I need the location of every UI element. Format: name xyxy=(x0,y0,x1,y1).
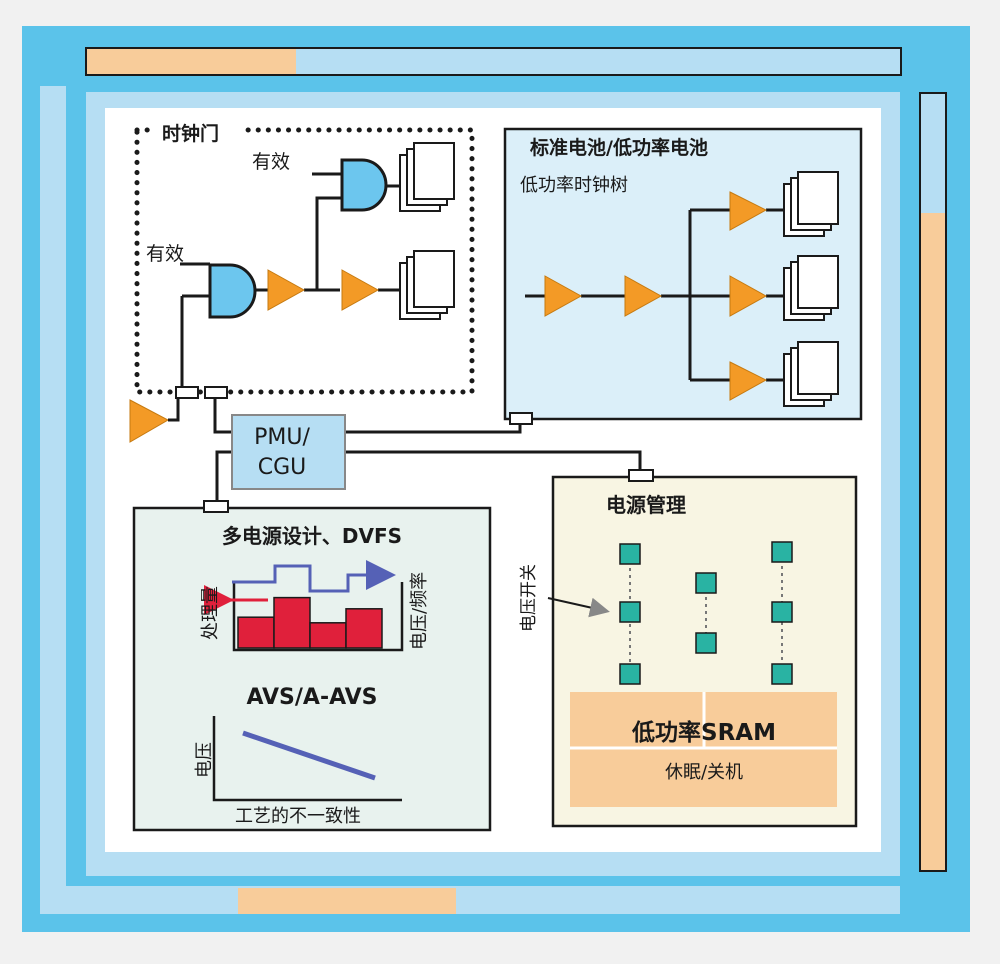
port-connector xyxy=(203,500,229,513)
pmu-cgu-block: PMU/ CGU xyxy=(215,414,642,501)
voltage-switch-label: 电压开关 xyxy=(519,564,539,632)
buffer-icon xyxy=(729,361,768,401)
port-connector xyxy=(175,386,199,399)
buffer-icon xyxy=(267,269,306,311)
power-switch-cells xyxy=(619,541,793,685)
enable-label-top: 有效 xyxy=(252,151,290,173)
avs-voltage-line xyxy=(242,730,376,781)
avs-x-label: 工艺的不一致性 xyxy=(235,806,361,827)
clock-gate-region: 时钟门 有效 有效 xyxy=(129,116,475,443)
throughput-label: 处理量 xyxy=(200,586,221,640)
std-cell-title: 标准电池/低功率电池 xyxy=(530,136,708,159)
buffer-icon xyxy=(341,269,380,311)
throughput-bar xyxy=(273,596,311,649)
throughput-bar xyxy=(237,616,275,649)
power-mgmt-title: 电源管理 xyxy=(606,493,686,517)
multi-power-title: 多电源设计、DVFS xyxy=(222,524,402,548)
port-connector xyxy=(509,412,533,425)
power-mgmt-region: 电源管理 电压开关 低功率SRAM 休眠/关机 xyxy=(519,469,858,828)
port-connector xyxy=(628,469,654,482)
register-stack-icon xyxy=(783,341,839,407)
port-connector xyxy=(204,386,228,399)
buffer-icon xyxy=(624,275,663,317)
voltage-frequency-label: 电压/频率 xyxy=(409,572,430,650)
sram-block: 低功率SRAM 休眠/关机 xyxy=(570,692,837,807)
and-gate-top xyxy=(340,158,388,212)
register-stack-icon xyxy=(399,142,455,212)
register-stack-icon xyxy=(783,171,839,237)
avs-title: AVS/A-AVS xyxy=(246,685,377,710)
std-cell-region: 标准电池/低功率电池 低功率时钟树 xyxy=(503,127,863,425)
sram-label: 低功率SRAM xyxy=(631,719,776,746)
enable-label-left: 有效 xyxy=(146,243,184,265)
input-buffer-icon xyxy=(129,399,170,443)
voltage-frequency-line xyxy=(232,560,396,593)
register-stack-icon xyxy=(399,250,455,320)
cgu-label: CGU xyxy=(258,455,307,480)
clock-gate-title: 时钟门 xyxy=(162,122,219,145)
and-gate-main xyxy=(208,263,257,319)
register-stack-icon xyxy=(783,255,839,321)
clock-tree-label: 低功率时钟树 xyxy=(520,175,628,196)
buffer-icon xyxy=(544,275,583,317)
throughput-bar xyxy=(309,622,347,649)
buffer-icon xyxy=(729,275,768,317)
pmu-label: PMU/ xyxy=(254,425,310,450)
dvfs-throughput-chart xyxy=(237,596,383,649)
avs-y-label: 电压 xyxy=(194,742,215,778)
throughput-bar xyxy=(345,608,383,649)
multi-power-region: 多电源设计、DVFS 处理量 电压/频率 AVS/A-AVS 电压 工艺的不一致… xyxy=(132,500,492,832)
sleep-shutdown-label: 休眠/关机 xyxy=(665,762,743,783)
switch-pointer-arrow xyxy=(547,597,610,618)
buffer-icon xyxy=(729,191,768,231)
